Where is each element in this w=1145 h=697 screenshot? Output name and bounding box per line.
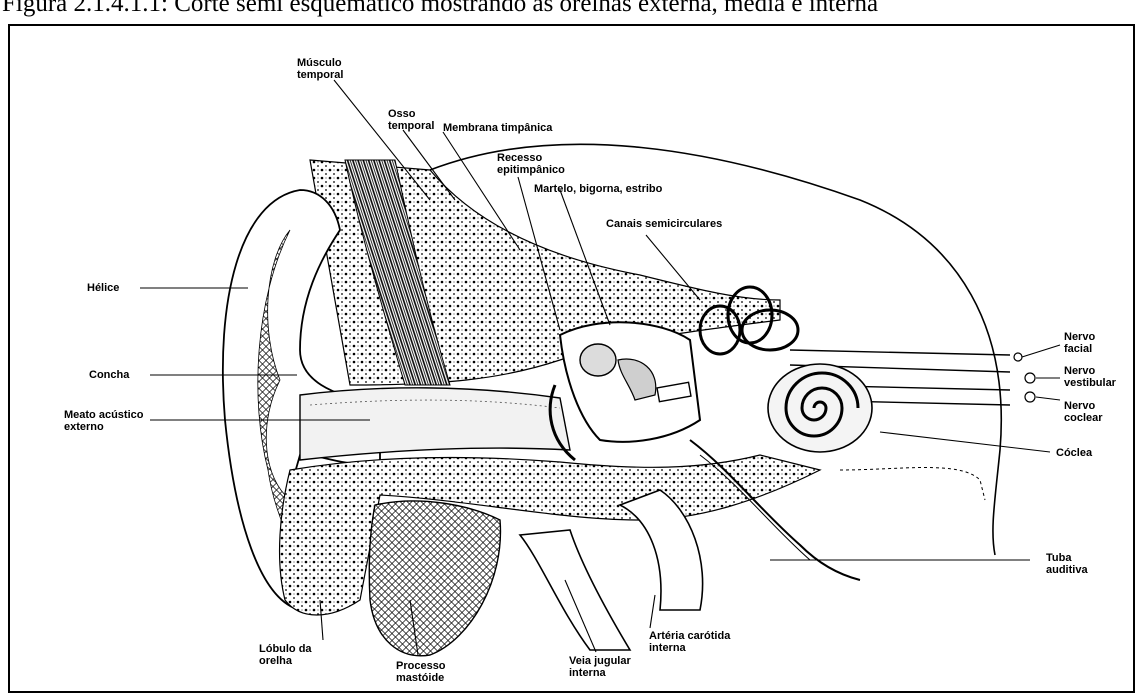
label-tuba-auditiva: Tuba auditiva [1046, 552, 1088, 576]
label-arteria-carotida-interna: Artéria carótida interna [649, 630, 730, 654]
label-concha: Concha [89, 369, 129, 381]
internal-jugular-vein [520, 530, 630, 650]
label-lobulo-orelha: Lóbulo da orelha [259, 643, 312, 667]
cochlea [768, 364, 872, 452]
label-veia-jugular-interna: Veia jugular interna [569, 655, 631, 679]
external-acoustic-meatus [300, 388, 570, 460]
label-canais-semicirculares: Canais semicirculares [606, 218, 722, 230]
label-helice: Hélice [87, 282, 119, 294]
label-musculo-temporal: Músculo temporal [297, 57, 343, 81]
label-meato-acustico-externo: Meato acústico externo [64, 409, 143, 433]
label-nervo-facial: Nervo facial [1064, 331, 1095, 355]
label-processo-mastoide: Processo mastóide [396, 660, 446, 684]
label-coclea: Cóclea [1056, 447, 1092, 459]
label-nervo-vestibular: Nervo vestibular [1064, 365, 1116, 389]
label-ossiculos: Martelo, bigorna, estribo [534, 183, 662, 195]
mastoid-process [369, 501, 500, 656]
label-nervo-coclear: Nervo coclear [1064, 400, 1103, 424]
malleus [580, 344, 616, 376]
label-membrana-timpanica: Membrana timpânica [443, 122, 552, 134]
nerve-ends [1014, 353, 1035, 402]
label-recesso-epitimpanico: Recesso epitimpânico [497, 152, 565, 176]
label-osso-temporal: Osso temporal [388, 108, 434, 132]
